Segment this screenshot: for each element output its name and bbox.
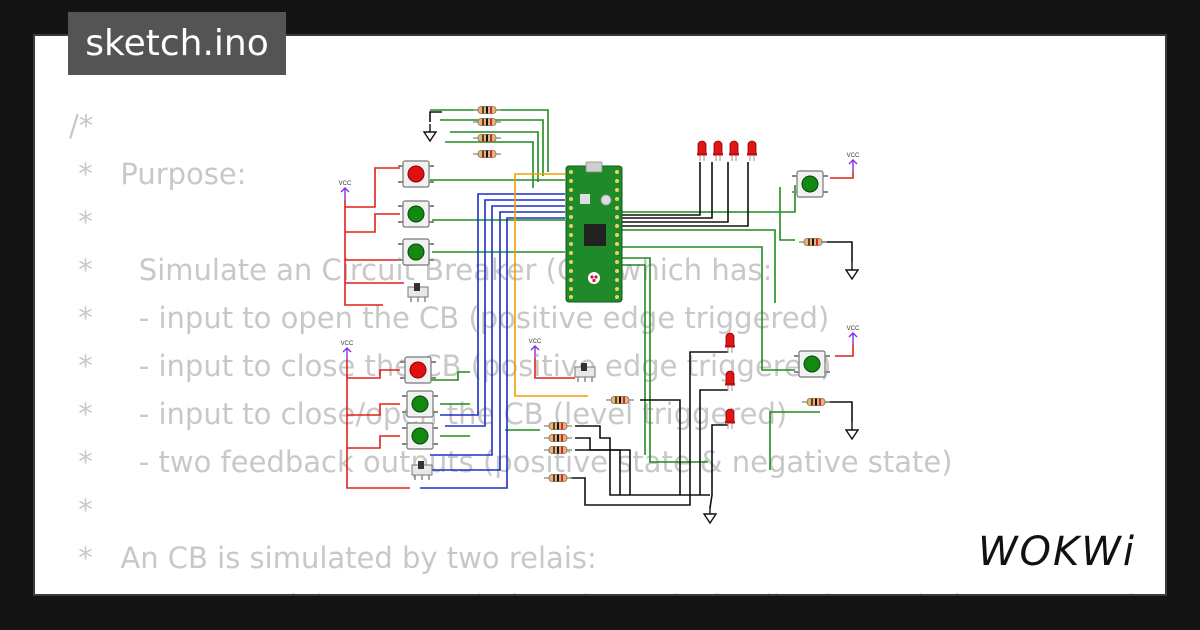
- pushbutton-red: [399, 356, 437, 384]
- resistor: [472, 105, 502, 115]
- raspberry-pi-pico-board[interactable]: [565, 161, 623, 303]
- ground-symbol: [423, 123, 437, 142]
- vcc-label: VCC: [847, 153, 860, 159]
- led-red: [728, 140, 740, 162]
- resistor: [605, 395, 635, 405]
- slide-switch: [407, 282, 429, 303]
- resistor: [472, 149, 502, 159]
- pushbutton-green: [397, 238, 435, 266]
- preview-card: /* * Purpose: * * Simulate an Circuit Br…: [33, 34, 1167, 596]
- vcc-symbol: [848, 332, 858, 346]
- pushbutton-green: [397, 200, 435, 228]
- resistors[interactable]: [472, 105, 831, 483]
- code-line: * Purpose:: [69, 157, 247, 191]
- slide-switch: [411, 460, 433, 481]
- code-line: * - input to close/open the CB (level tr…: [78, 397, 788, 431]
- code-preview: /* * Purpose: * * Simulate an Circuit Br…: [69, 102, 1135, 594]
- resistor: [543, 433, 573, 443]
- led-red: [746, 140, 758, 162]
- code-line: * - input to open the CB (positive edge …: [69, 301, 830, 335]
- pushbutton-green: [401, 390, 439, 418]
- vcc-symbol: [530, 345, 540, 359]
- pushbutton-green: [401, 422, 439, 450]
- code-line: *: [69, 205, 93, 239]
- pushbutton-green: [793, 350, 831, 378]
- vcc-symbol: [340, 187, 350, 201]
- led-red: [724, 408, 736, 430]
- vcc-symbol: [342, 347, 352, 361]
- filename-tab[interactable]: sketch.ino: [68, 12, 286, 75]
- resistor: [543, 421, 573, 431]
- resistor: [801, 397, 831, 407]
- code-line: * An CB is simulated by two relais:: [69, 541, 597, 575]
- ground-symbol: [703, 505, 717, 524]
- wires: [344, 109, 854, 509]
- vcc-label: VCC: [847, 326, 860, 332]
- power-symbols: VCC VCC VCC VCC VCC: [339, 123, 860, 524]
- code-line: /*: [69, 109, 94, 143]
- led-red: [724, 370, 736, 392]
- led-red: [696, 140, 708, 162]
- led-red: [712, 140, 724, 162]
- vcc-label: VCC: [339, 181, 352, 187]
- ground-symbol: [845, 261, 859, 280]
- vcc-label: VCC: [341, 341, 354, 347]
- slide-switch: [574, 362, 596, 383]
- vcc-label: VCC: [529, 339, 542, 345]
- board-pins: [569, 170, 619, 299]
- resistor: [543, 445, 573, 455]
- led-red: [724, 332, 736, 354]
- resistor: [472, 133, 502, 143]
- vcc-symbol: [848, 159, 858, 173]
- code-line: * CMDON relais DPDT switch 1 channel...f…: [69, 582, 1135, 594]
- pushbutton-red: [397, 160, 435, 188]
- ground-symbol: [845, 421, 859, 440]
- raspberry-logo-icon: [588, 272, 600, 284]
- resistor: [798, 237, 828, 247]
- code-line: *: [69, 493, 93, 527]
- pushbutton-green: [791, 170, 829, 198]
- resistor: [543, 473, 573, 483]
- wokwi-logo: WOKWi: [978, 529, 1136, 575]
